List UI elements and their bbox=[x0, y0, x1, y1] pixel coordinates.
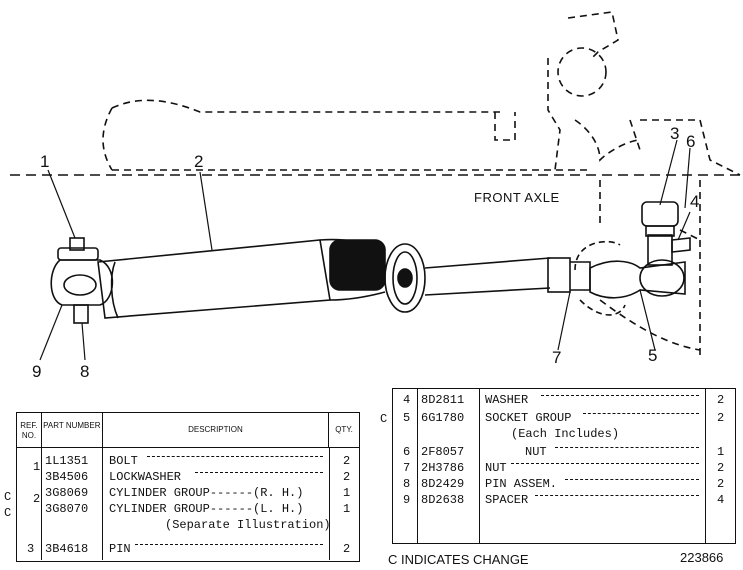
row-desc: WASHER bbox=[485, 393, 529, 407]
callout-2: 2 bbox=[194, 152, 204, 171]
row-ref: 5 bbox=[403, 411, 411, 425]
change-legend: C INDICATES CHANGE bbox=[388, 552, 529, 567]
row-ref: 2 bbox=[33, 492, 41, 506]
row-desc: NUT bbox=[525, 445, 547, 459]
change-flag: C bbox=[4, 490, 12, 504]
parts-table-right: 4 8D2811 WASHER 2 5 6G1780 SOCKET GROUP … bbox=[392, 388, 736, 544]
row-part: 3G8069 bbox=[45, 486, 89, 500]
row-desc: (Separate Illustration) bbox=[165, 518, 331, 532]
change-flag: C bbox=[4, 506, 12, 520]
piston-rod bbox=[424, 257, 591, 296]
row-part: 8D2638 bbox=[421, 493, 465, 507]
row-desc: LOCKWASHER bbox=[109, 470, 182, 484]
row-part: 3B4506 bbox=[45, 470, 89, 484]
callout-1: 1 bbox=[40, 152, 50, 171]
header-description: DESCRIPTION bbox=[103, 413, 330, 447]
row-desc: NUT bbox=[485, 461, 507, 475]
table-row: 1 1L1351 BOLT 2 bbox=[17, 454, 357, 474]
row-desc: BOLT bbox=[109, 454, 138, 468]
callout-6: 6 bbox=[686, 132, 696, 151]
table-row: 7 2H3786 NUT 2 bbox=[393, 461, 733, 477]
callout-3: 3 bbox=[670, 124, 680, 143]
row-qty: 2 bbox=[717, 393, 725, 407]
table-row: 6 2F8057 NUT 1 bbox=[393, 445, 733, 461]
table-row: 5 6G1780 SOCKET GROUP 2 bbox=[393, 411, 733, 427]
row-qty: 1 bbox=[343, 502, 351, 516]
row-ref: 8 bbox=[403, 477, 411, 491]
change-flag: C bbox=[380, 412, 388, 426]
table-row: (Each Includes) bbox=[393, 427, 733, 443]
row-ref: 9 bbox=[403, 493, 411, 507]
row-part: 1L1351 bbox=[45, 454, 89, 468]
table-row: 3B4506 LOCKWASHER 2 bbox=[17, 470, 357, 486]
row-part: 2H3786 bbox=[421, 461, 465, 475]
callout-8: 8 bbox=[80, 362, 90, 381]
callout-5: 5 bbox=[648, 346, 658, 365]
row-qty: 1 bbox=[343, 486, 351, 500]
row-desc: SPACER bbox=[485, 493, 529, 507]
row-desc: SOCKET GROUP bbox=[485, 411, 572, 425]
table-row: (Separate Illustration) bbox=[17, 518, 357, 534]
row-ref: 1 bbox=[33, 460, 41, 474]
table-row: 8 8D2429 PIN ASSEM. 2 bbox=[393, 477, 733, 493]
row-qty: 2 bbox=[717, 477, 725, 491]
row-part: 8D2811 bbox=[421, 393, 465, 407]
cylinder-body bbox=[97, 238, 426, 319]
header-part-number: PART NUMBER bbox=[42, 413, 103, 447]
left-clevis bbox=[50, 237, 114, 324]
row-desc: CYLINDER GROUP------(L. H.) bbox=[109, 502, 304, 516]
header-qty: QTY. bbox=[335, 425, 353, 434]
callout-4: 4 bbox=[690, 192, 700, 211]
row-qty: 2 bbox=[717, 461, 725, 475]
row-qty: 2 bbox=[717, 411, 725, 425]
row-desc: PIN ASSEM. bbox=[485, 477, 558, 491]
table-row: 3G8070 CYLINDER GROUP------(L. H.) 1 bbox=[17, 502, 357, 518]
row-desc: PIN bbox=[109, 542, 131, 556]
exploded-view-drawing bbox=[10, 11, 741, 361]
table-row: 3 3B4618 PIN 2 bbox=[17, 542, 357, 558]
front-axle-label: FRONT AXLE bbox=[474, 190, 560, 205]
row-ref: 4 bbox=[403, 393, 411, 407]
row-qty: 4 bbox=[717, 493, 725, 507]
row-part: 8D2429 bbox=[421, 477, 465, 491]
parts-table-left: REF. NO. PART NUMBER DESCRIPTION QTY. 1 … bbox=[16, 412, 360, 562]
row-qty: 1 bbox=[717, 445, 725, 459]
table-row: 2 3G8069 CYLINDER GROUP------(R. H.) 1 bbox=[17, 486, 357, 506]
row-qty: 2 bbox=[343, 542, 351, 556]
table-row: 9 8D2638 SPACER 4 bbox=[393, 493, 733, 509]
row-ref: 3 bbox=[27, 542, 35, 556]
socket-end bbox=[574, 201, 691, 316]
table-header: REF. NO. PART NUMBER DESCRIPTION QTY. bbox=[17, 413, 359, 448]
front-axle-outline bbox=[10, 11, 741, 360]
row-part: 3G8070 bbox=[45, 502, 89, 516]
callout-9: 9 bbox=[32, 362, 42, 381]
header-ref: REF. NO. bbox=[17, 413, 42, 447]
row-part: 6G1780 bbox=[421, 411, 465, 425]
row-qty: 2 bbox=[343, 470, 351, 484]
row-part: 2F8057 bbox=[421, 445, 465, 459]
row-ref: 6 bbox=[403, 445, 411, 459]
table-row: 4 8D2811 WASHER 2 bbox=[393, 393, 733, 409]
row-desc: CYLINDER GROUP------(R. H.) bbox=[109, 486, 304, 500]
row-qty: 2 bbox=[343, 454, 351, 468]
row-ref: 7 bbox=[403, 461, 411, 475]
figure-number: 223866 bbox=[680, 550, 724, 565]
row-desc: (Each Includes) bbox=[511, 427, 620, 441]
callout-7: 7 bbox=[552, 348, 562, 367]
row-part: 3B4618 bbox=[45, 542, 89, 556]
